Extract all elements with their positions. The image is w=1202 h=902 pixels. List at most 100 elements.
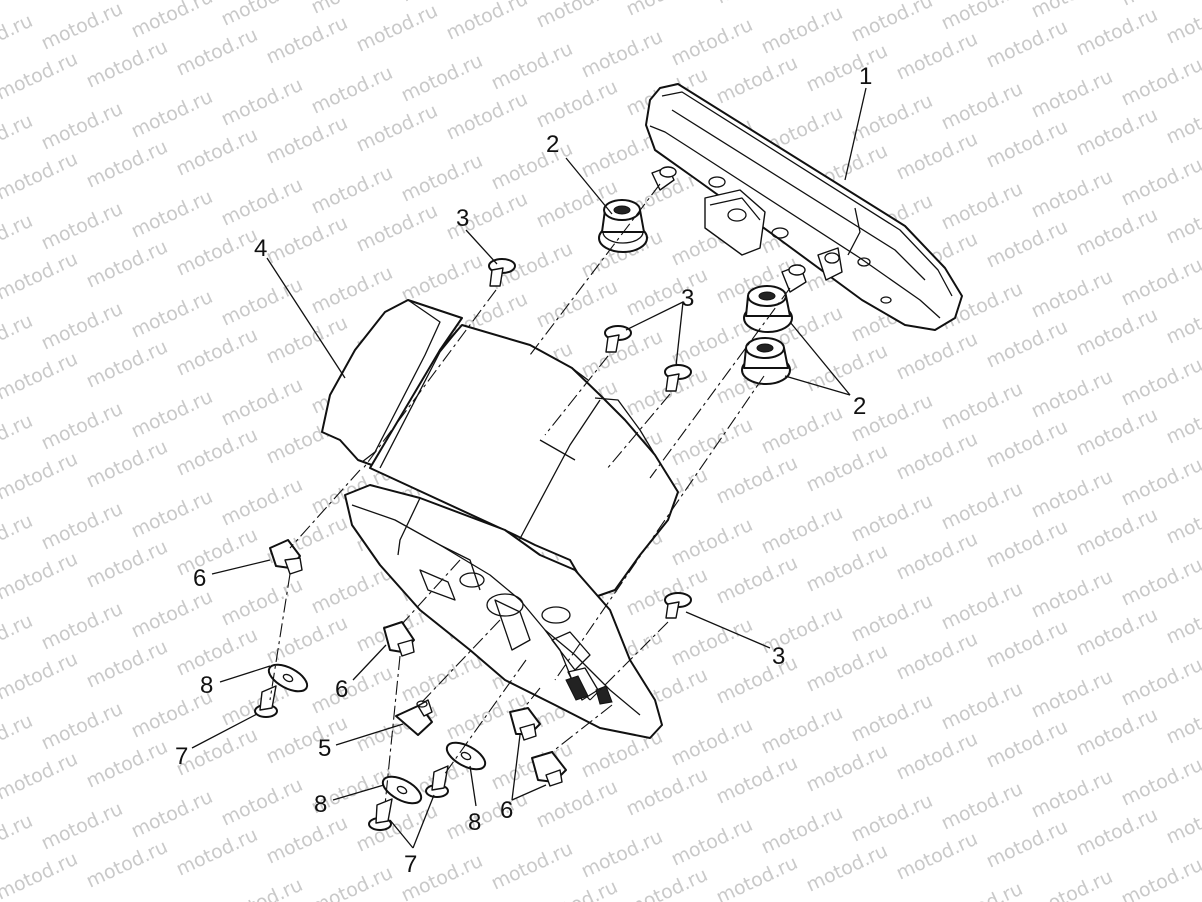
watermark-text: motod.ru (173, 824, 261, 881)
watermark-text: motod.ru (713, 752, 801, 809)
watermark-text: motod.ru (938, 478, 1026, 535)
watermark-text: motod.ru (803, 540, 891, 597)
watermark-text: motod.ru (578, 826, 666, 883)
watermark-text: motod.ru (1073, 104, 1161, 161)
callout-6: 6 (193, 565, 206, 592)
watermark-text: motod.ru (713, 0, 801, 9)
watermark-text: motod.ru (713, 652, 801, 709)
watermark-text: motod.ru (803, 740, 891, 797)
watermark-text: motod.ru (938, 878, 1026, 902)
watermark-text: motod.ru (623, 264, 711, 321)
watermark-text: motod.ru (1118, 154, 1202, 211)
watermark-text: motod.ru (758, 2, 846, 59)
watermark-text: motod.ru (0, 710, 36, 767)
watermark-text: motod.ru (398, 50, 486, 107)
watermark-text: motod.ru (218, 574, 306, 631)
push-nut-part (531, 751, 567, 787)
watermark-text: motod.ru (668, 814, 756, 871)
watermark-text: motod.ru (128, 586, 216, 643)
watermark-text: motod.ru (488, 38, 576, 95)
watermark-text: motod.ru (83, 636, 171, 693)
watermark-text: motod.ru (173, 324, 261, 381)
watermark-text: motod.ru (848, 490, 936, 547)
callout-6: 6 (500, 797, 513, 824)
washer-part (381, 775, 423, 805)
watermark-text: motod.ru (263, 12, 351, 69)
watermark-text: motod.ru (938, 0, 1026, 35)
watermark-text: motod.ru (1028, 66, 1116, 123)
watermark-text: motod.ru (893, 528, 981, 585)
watermark-text: motod.ru (533, 76, 621, 133)
watermark-text: motod.ru (668, 414, 756, 471)
watermark-text: motod.ru (218, 474, 306, 531)
watermark-text: motod.ru (443, 88, 531, 145)
watermark-text: motod.ru (1073, 604, 1161, 661)
watermark-text: motod.ru (983, 316, 1071, 373)
watermark-text: motod.ru (1028, 366, 1116, 423)
watermark-text: motod.ru (218, 74, 306, 131)
watermark-text: motod.ru (983, 616, 1071, 673)
watermark-text: motod.ru (1118, 854, 1202, 902)
watermark-text: motod.ru (1073, 704, 1161, 761)
watermark-text: motod.ru (488, 838, 576, 895)
watermark-text: motod.ru (0, 110, 36, 167)
watermark-text: motod.ru (353, 0, 441, 57)
grommet-part (743, 285, 793, 333)
callout-8: 8 (468, 809, 481, 836)
watermark-text: motod.ru (38, 0, 126, 55)
watermark-text: motod.ru (308, 862, 396, 902)
watermark-text: motod.ru (0, 348, 81, 405)
watermark-text: motod.ru (533, 876, 621, 902)
watermark-text: motod.ru (983, 816, 1071, 873)
watermark-text: motod.ru (668, 514, 756, 571)
watermark-text: motod.ru (803, 40, 891, 97)
watermark-text: motod.ru (938, 678, 1026, 735)
watermark-text: motod.ru (938, 378, 1026, 435)
watermark-text: motod.ru (0, 48, 81, 105)
watermark-text: motod.ru (1118, 654, 1202, 711)
watermark-text: motod.ru (83, 436, 171, 493)
watermark-text: motod.ru (128, 186, 216, 243)
watermark-text: motod.ru (938, 578, 1026, 635)
watermark-text: motod.ru (0, 248, 81, 305)
watermark-text: motod.ru (848, 790, 936, 847)
watermark-text: motod.ru (0, 148, 81, 205)
watermark-text: motod.ru (758, 702, 846, 759)
watermark-text: motod.ru (0, 848, 81, 902)
watermark-text: motod.ru (0, 410, 36, 467)
watermark-text: motod.ru (128, 286, 216, 343)
screw-part (664, 592, 692, 619)
watermark-text: motod.ru (938, 778, 1026, 835)
watermark-text: motod.ru (623, 764, 711, 821)
callout-3: 3 (772, 643, 785, 670)
watermark-text: motod.ru (1073, 4, 1161, 61)
watermark-text: motod.ru (1028, 766, 1116, 823)
watermark-text: motod.ru (533, 276, 621, 333)
watermark-text: motod.ru (173, 624, 261, 681)
watermark-text: motod.ru (1118, 254, 1202, 311)
watermark-text: motod.ru (218, 174, 306, 231)
watermark-text: motod.ru (668, 614, 756, 671)
watermark-text: motod.ru (1163, 292, 1202, 349)
watermark-text: motod.ru (893, 28, 981, 85)
watermark-text: motod.ru (983, 416, 1071, 473)
watermark-text: motod.ru (308, 62, 396, 119)
watermark-text: motod.ru (758, 402, 846, 459)
watermark-text: motod.ru (83, 36, 171, 93)
callout-7: 7 (404, 851, 417, 878)
watermark-text: motod.ru (263, 212, 351, 269)
watermark-text: motod.ru (38, 398, 126, 455)
watermark-text: motod.ru (1118, 354, 1202, 411)
watermark-text: motod.ru (353, 200, 441, 257)
watermark-text: motod.ru (668, 14, 756, 71)
callout-8: 8 (200, 672, 213, 699)
watermark-text: motod.ru (218, 0, 306, 31)
watermark-text: motod.ru (398, 150, 486, 207)
watermark-text: motod.ru (173, 24, 261, 81)
watermark-text: motod.ru (803, 840, 891, 897)
callout-3: 3 (456, 205, 469, 232)
watermark-text: motod.ru (1028, 466, 1116, 523)
watermark-text: motod.ru (758, 802, 846, 859)
watermark-text: motod.ru (173, 424, 261, 481)
